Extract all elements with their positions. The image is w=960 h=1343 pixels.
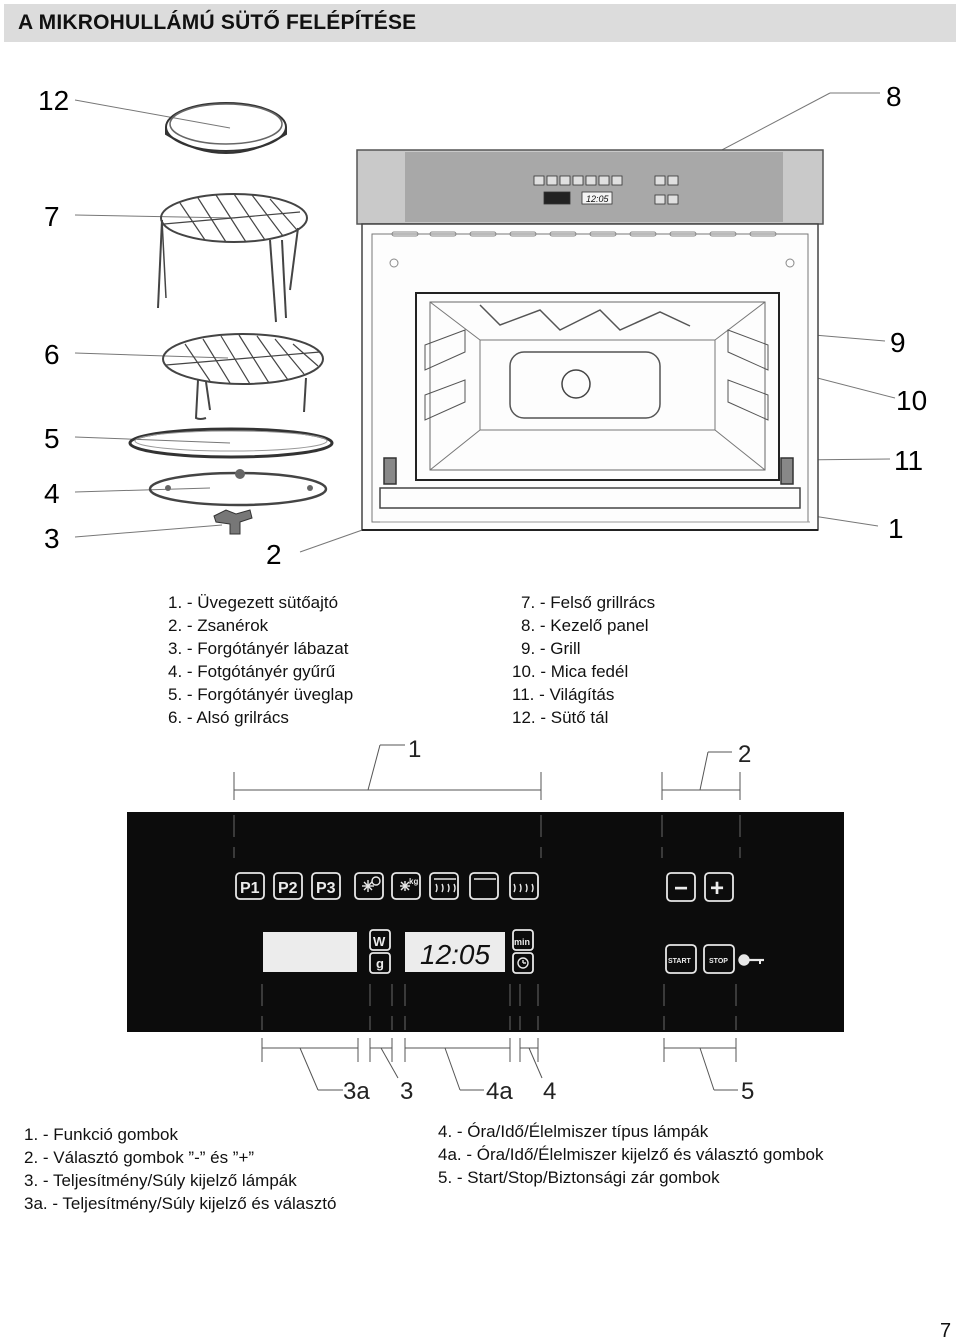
legend-item: 8. - Kezelő panel (521, 616, 649, 635)
p1-button[interactable]: P1 (240, 880, 260, 897)
weight-display (263, 932, 357, 972)
panel-background (127, 812, 844, 1032)
microwave-icon (513, 883, 534, 893)
page-number: 7 (940, 1320, 952, 1342)
title-bar: A MIKROHULLÁMÚ SÜTŐ FELÉPÍTÉSE (4, 4, 956, 42)
grill-icon (435, 883, 456, 893)
legend-item: 5. - Start/Stop/Biztonsági zár gombok (438, 1168, 720, 1187)
control-panel-diagram: P1 P2 P3 − + W g min START STOP (127, 736, 844, 1105)
legend-item: 3. - Forgótányér lábazat (168, 639, 349, 658)
legend-item: 5. - Forgótányér üveglap (168, 685, 354, 704)
legend-item: 4. - Óra/Idő/Élelmiszer típus lámpák (438, 1122, 709, 1141)
w-button[interactable]: W (373, 934, 386, 949)
callout-5: 5 (44, 423, 60, 454)
panel-callout-3: 3 (400, 1078, 413, 1105)
callout-1: 1 (888, 513, 904, 544)
legend-item: 4a. - Óra/Idő/Élelmiszer kijelző és vála… (438, 1145, 824, 1164)
callout-9: 9 (890, 327, 906, 358)
g-button[interactable]: g (376, 956, 384, 971)
callout-6: 6 (44, 339, 60, 370)
key-lock-icon (738, 954, 750, 966)
stop-button[interactable]: STOP (709, 958, 728, 965)
legend-item: 6. - Alsó grilrács (168, 708, 289, 727)
panel-callout-4: 4 (543, 1078, 556, 1105)
page-title: A MIKROHULLÁMÚ SÜTŐ FELÉPÍTÉSE (18, 11, 417, 34)
legend-item: 10. - Mica fedél (512, 662, 629, 681)
panel-callout-2: 2 (738, 741, 751, 768)
oven-diagram: 12:05 12 7 6 5 4 3 2 8 9 10 11 1 (38, 81, 927, 570)
panel-callout-1: 1 (408, 736, 421, 763)
panel-legend-right: 4. - Óra/Idő/Élelmiszer típus lámpák 4a.… (438, 1120, 824, 1189)
legend-item: 9. - Grill (521, 639, 581, 658)
legend-item: 1. - Üvegezett sütőajtó (168, 593, 339, 612)
callout-12: 12 (38, 85, 69, 116)
p2-button[interactable]: P2 (278, 880, 298, 897)
callout-11: 11 (894, 445, 923, 476)
legend-item: 2. - Zsanérok (168, 616, 269, 635)
callout-3: 3 (44, 523, 60, 554)
minus-button[interactable]: − (674, 875, 688, 902)
start-button[interactable]: START (668, 958, 692, 965)
callout-2: 2 (266, 539, 282, 570)
panel-callout-3a: 3a (343, 1078, 370, 1105)
svg-text:kg: kg (409, 877, 418, 886)
legend-item: 7. - Felső grillrács (521, 593, 656, 612)
plus-button[interactable]: + (710, 875, 724, 902)
callout-8: 8 (886, 81, 902, 112)
legend-item: 3a. - Teljesítmény/Súly kijelző és válas… (24, 1194, 337, 1213)
callout-10: 10 (896, 385, 927, 416)
panel-callout-4a: 4a (486, 1078, 513, 1105)
legend-item: 12. - Sütő tál (512, 708, 609, 727)
p3-button[interactable]: P3 (316, 880, 336, 897)
legend-item: 4. - Fotgótányér gyűrű (168, 662, 336, 681)
legend-item: 2. - Választó gombok ”-” és ”+” (24, 1148, 255, 1167)
legend-item: 3. - Teljesítmény/Súly kijelző lámpák (24, 1171, 297, 1190)
callout-4: 4 (44, 478, 60, 509)
min-button[interactable]: min (514, 937, 530, 947)
panel-legend-left: 1. - Funkció gombok 2. - Választó gombok… (24, 1123, 336, 1215)
panel-callout-5: 5 (741, 1078, 754, 1105)
legend-item: 11. - Világítás (512, 685, 615, 704)
mini-time-display: 12:05 (586, 194, 610, 204)
clock-icon (517, 957, 529, 969)
legend-item: 1. - Funkció gombok (24, 1125, 179, 1144)
oven-legend-right: 7. - Felső grillrács 8. - Kezelő panel 9… (512, 591, 655, 729)
time-display-box (405, 932, 505, 972)
oven-legend-left: 1. - Üvegezett sütőajtó 2. - Zsanérok 3.… (168, 591, 353, 729)
callout-7: 7 (44, 201, 60, 232)
time-display: 12:05 (420, 939, 490, 970)
